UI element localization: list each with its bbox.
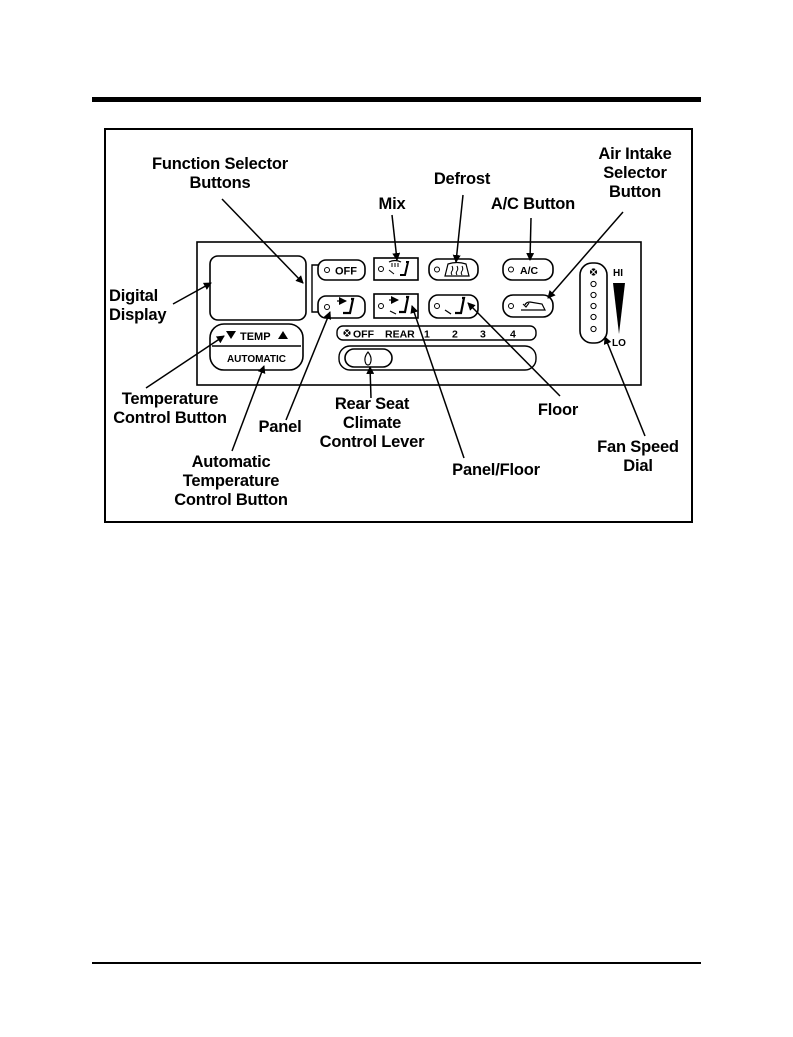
label-panel-floor: Panel/Floor <box>443 461 549 480</box>
rear-scale-strip: OFF REAR 1 2 3 4 <box>337 326 536 341</box>
label-digital-display: Digital Display <box>109 287 171 325</box>
label-defrost: Defrost <box>421 170 503 189</box>
temp-button-label: TEMP <box>240 331 271 343</box>
label-rear-seat: Rear Seat Climate Control Lever <box>311 395 433 452</box>
fan-speed-fan-icon <box>590 268 598 276</box>
rear-climate-lever[interactable] <box>345 349 392 367</box>
label-mix: Mix <box>362 195 422 214</box>
svg-text:OFF: OFF <box>335 266 357 278</box>
label-floor: Floor <box>530 401 586 420</box>
label-ac-button: A/C Button <box>481 195 585 214</box>
fan-speed-dial[interactable] <box>580 263 607 343</box>
label-automatic-temp: Automatic Temperature Control Button <box>164 453 298 510</box>
svg-text:A/C: A/C <box>520 265 539 277</box>
mix-button[interactable] <box>374 258 418 280</box>
label-temperature-control: Temperature Control Button <box>106 390 234 428</box>
rear-scale-1: 1 <box>424 329 430 341</box>
air-intake-button[interactable] <box>503 295 553 317</box>
panel-button[interactable] <box>318 296 365 318</box>
label-panel: Panel <box>252 418 308 437</box>
panel-floor-button[interactable] <box>374 294 418 318</box>
rear-scale-2: 2 <box>452 329 458 341</box>
rear-scale-rear: REAR <box>385 329 415 341</box>
fan-lo-label: LO <box>612 338 626 349</box>
rear-scale-4: 4 <box>510 329 516 341</box>
automatic-button-label: AUTOMATIC <box>227 354 286 365</box>
temperature-control-button[interactable]: TEMP AUTOMATIC <box>210 324 303 370</box>
fan-icon <box>343 329 351 337</box>
defrost-button[interactable] <box>429 259 478 280</box>
ac-button[interactable]: A/C <box>503 259 553 280</box>
fan-hi-label: HI <box>613 268 623 279</box>
digital-display <box>210 256 306 320</box>
leader-ac <box>530 218 531 260</box>
label-air-intake: Air Intake Selector Button <box>580 145 690 202</box>
rear-scale-off: OFF <box>353 329 375 341</box>
label-fan-speed: Fan Speed Dial <box>585 438 691 476</box>
off-button[interactable]: OFF <box>318 260 365 280</box>
label-function-selector: Function Selector Buttons <box>140 155 300 193</box>
leader-rear-seat <box>370 367 371 398</box>
rear-scale-3: 3 <box>480 329 486 341</box>
